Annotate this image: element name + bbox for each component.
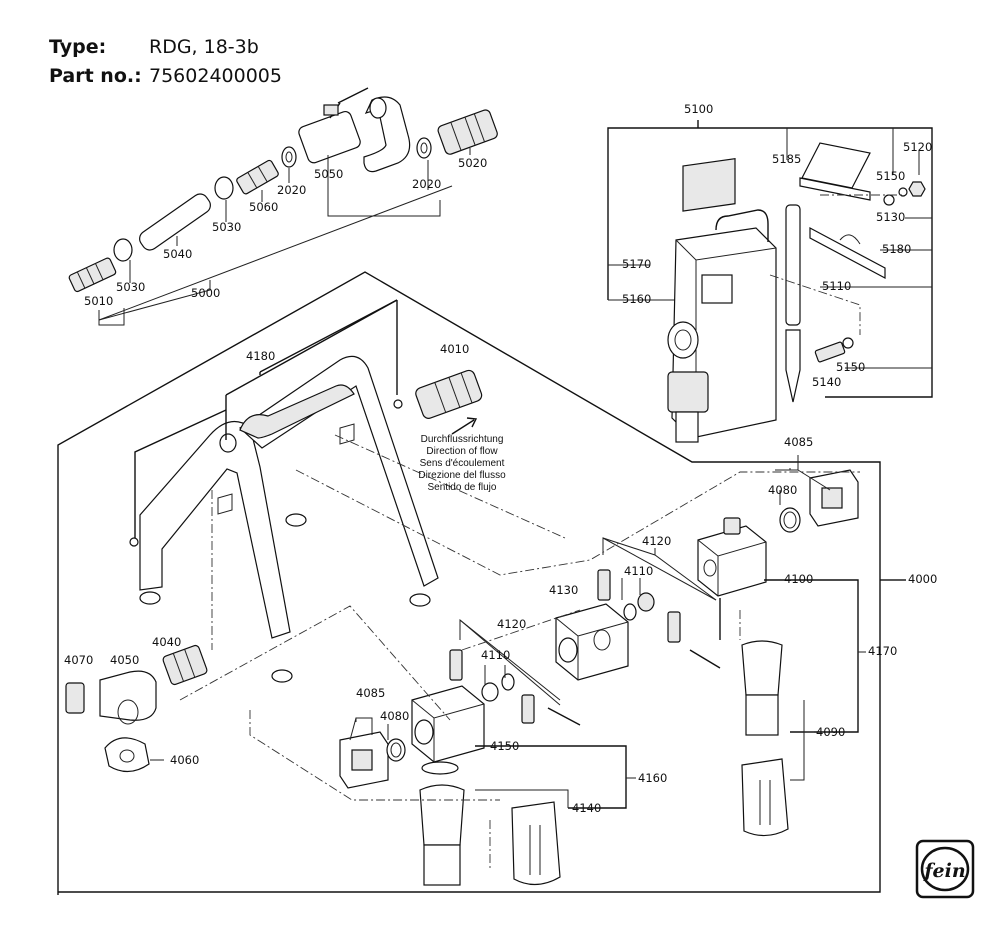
callout-4070: 4070 xyxy=(64,653,93,667)
callout-4090: 4090 xyxy=(816,725,845,739)
fein-logo-text: fein xyxy=(922,860,965,882)
regulator-center xyxy=(555,569,721,681)
callout-5020: 5020 xyxy=(458,156,487,170)
fein-logo: fein xyxy=(915,839,975,899)
callout-5110: 5110 xyxy=(822,279,851,293)
callout-2020-left: 2020 xyxy=(277,183,306,197)
callout-4120-bottom: 4120 xyxy=(497,617,526,631)
callout-4120-top: 4120 xyxy=(642,534,671,548)
flow-arrow-icon xyxy=(451,417,478,435)
flow-text-it: Direzione del flusso xyxy=(418,470,506,481)
callout-4110-top: 4110 xyxy=(624,564,653,578)
flow-text-fr: Sens d'écoulement xyxy=(420,458,505,469)
callout-5185: 5185 xyxy=(772,152,801,166)
callout-5010: 5010 xyxy=(84,294,113,308)
callout-4060: 4060 xyxy=(170,753,199,767)
callout-5160: 5160 xyxy=(622,292,651,306)
type-value: RDG, 18-3b xyxy=(149,36,259,58)
callout-labels: 5050 5020 2020 2020 5060 5030 5040 5030 … xyxy=(64,102,937,815)
callout-5000: 5000 xyxy=(191,286,220,300)
callout-5030-upper: 5030 xyxy=(212,220,241,234)
fittings-left xyxy=(65,644,208,773)
callout-5130: 5130 xyxy=(876,210,905,224)
callout-4085-top: 4085 xyxy=(784,435,813,449)
callout-4140: 4140 xyxy=(572,801,601,815)
callout-5060: 5060 xyxy=(249,200,278,214)
stand-4180 xyxy=(129,355,439,683)
assembly-5100-dashes xyxy=(769,194,905,335)
part-number-row: Part no.: 75602400005 xyxy=(49,65,282,87)
callout-5180: 5180 xyxy=(882,242,911,256)
callout-5140: 5140 xyxy=(812,375,841,389)
flow-text-de: Durchflussrichtung xyxy=(421,434,504,445)
flow-direction-text: Durchflussrichtung Direction of flow Sen… xyxy=(418,434,506,493)
callout-4080-bottom: 4080 xyxy=(380,709,409,723)
part-number-label: Part no.: xyxy=(49,65,142,87)
dash-paths xyxy=(179,434,860,870)
callout-5150-bottom: 5150 xyxy=(836,360,865,374)
flow-text-es: Sentido de flujo xyxy=(428,482,497,493)
coupling-4010 xyxy=(415,369,483,419)
part-number-value: 75602400005 xyxy=(149,65,282,87)
callout-5150-top: 5150 xyxy=(876,169,905,183)
type-label: Type: xyxy=(49,36,107,58)
callout-4150: 4150 xyxy=(490,739,519,753)
assembly-4000-frame-lines xyxy=(57,271,906,895)
callout-4170: 4170 xyxy=(868,644,897,658)
callout-4100: 4100 xyxy=(784,572,813,586)
regulator-center-leaders xyxy=(602,537,717,601)
callout-4110-bottom: 4110 xyxy=(481,648,510,662)
regulator-right xyxy=(697,469,859,837)
filter-lower-leaders xyxy=(349,618,636,809)
callout-5050: 5050 xyxy=(314,167,343,181)
filter-lower xyxy=(339,649,581,886)
callout-4085-bottom: 4085 xyxy=(356,686,385,700)
callout-4040: 4040 xyxy=(152,635,181,649)
assembly-5000-parts xyxy=(68,87,498,293)
callout-2020-right: 2020 xyxy=(412,177,441,191)
callout-5040: 5040 xyxy=(163,247,192,261)
callout-4160: 4160 xyxy=(638,771,667,785)
callout-4080-top: 4080 xyxy=(768,483,797,497)
callout-5120: 5120 xyxy=(903,140,932,154)
assembly-5000-leaders xyxy=(98,148,471,326)
type-row: Type: RDG, 18-3b xyxy=(49,36,259,58)
assembly-5100-parts xyxy=(667,142,926,443)
flow-text-en: Direction of flow xyxy=(426,446,498,457)
callout-4010: 4010 xyxy=(440,342,469,356)
frame-4180-leaders xyxy=(134,299,398,538)
callout-5170: 5170 xyxy=(622,257,651,271)
callout-4000: 4000 xyxy=(908,572,937,586)
callout-5030-lower: 5030 xyxy=(116,280,145,294)
callout-4050: 4050 xyxy=(110,653,139,667)
callout-4180: 4180 xyxy=(246,349,275,363)
callout-4130: 4130 xyxy=(549,583,578,597)
callout-5100: 5100 xyxy=(684,102,713,116)
regulator-right-leaders xyxy=(764,455,866,781)
